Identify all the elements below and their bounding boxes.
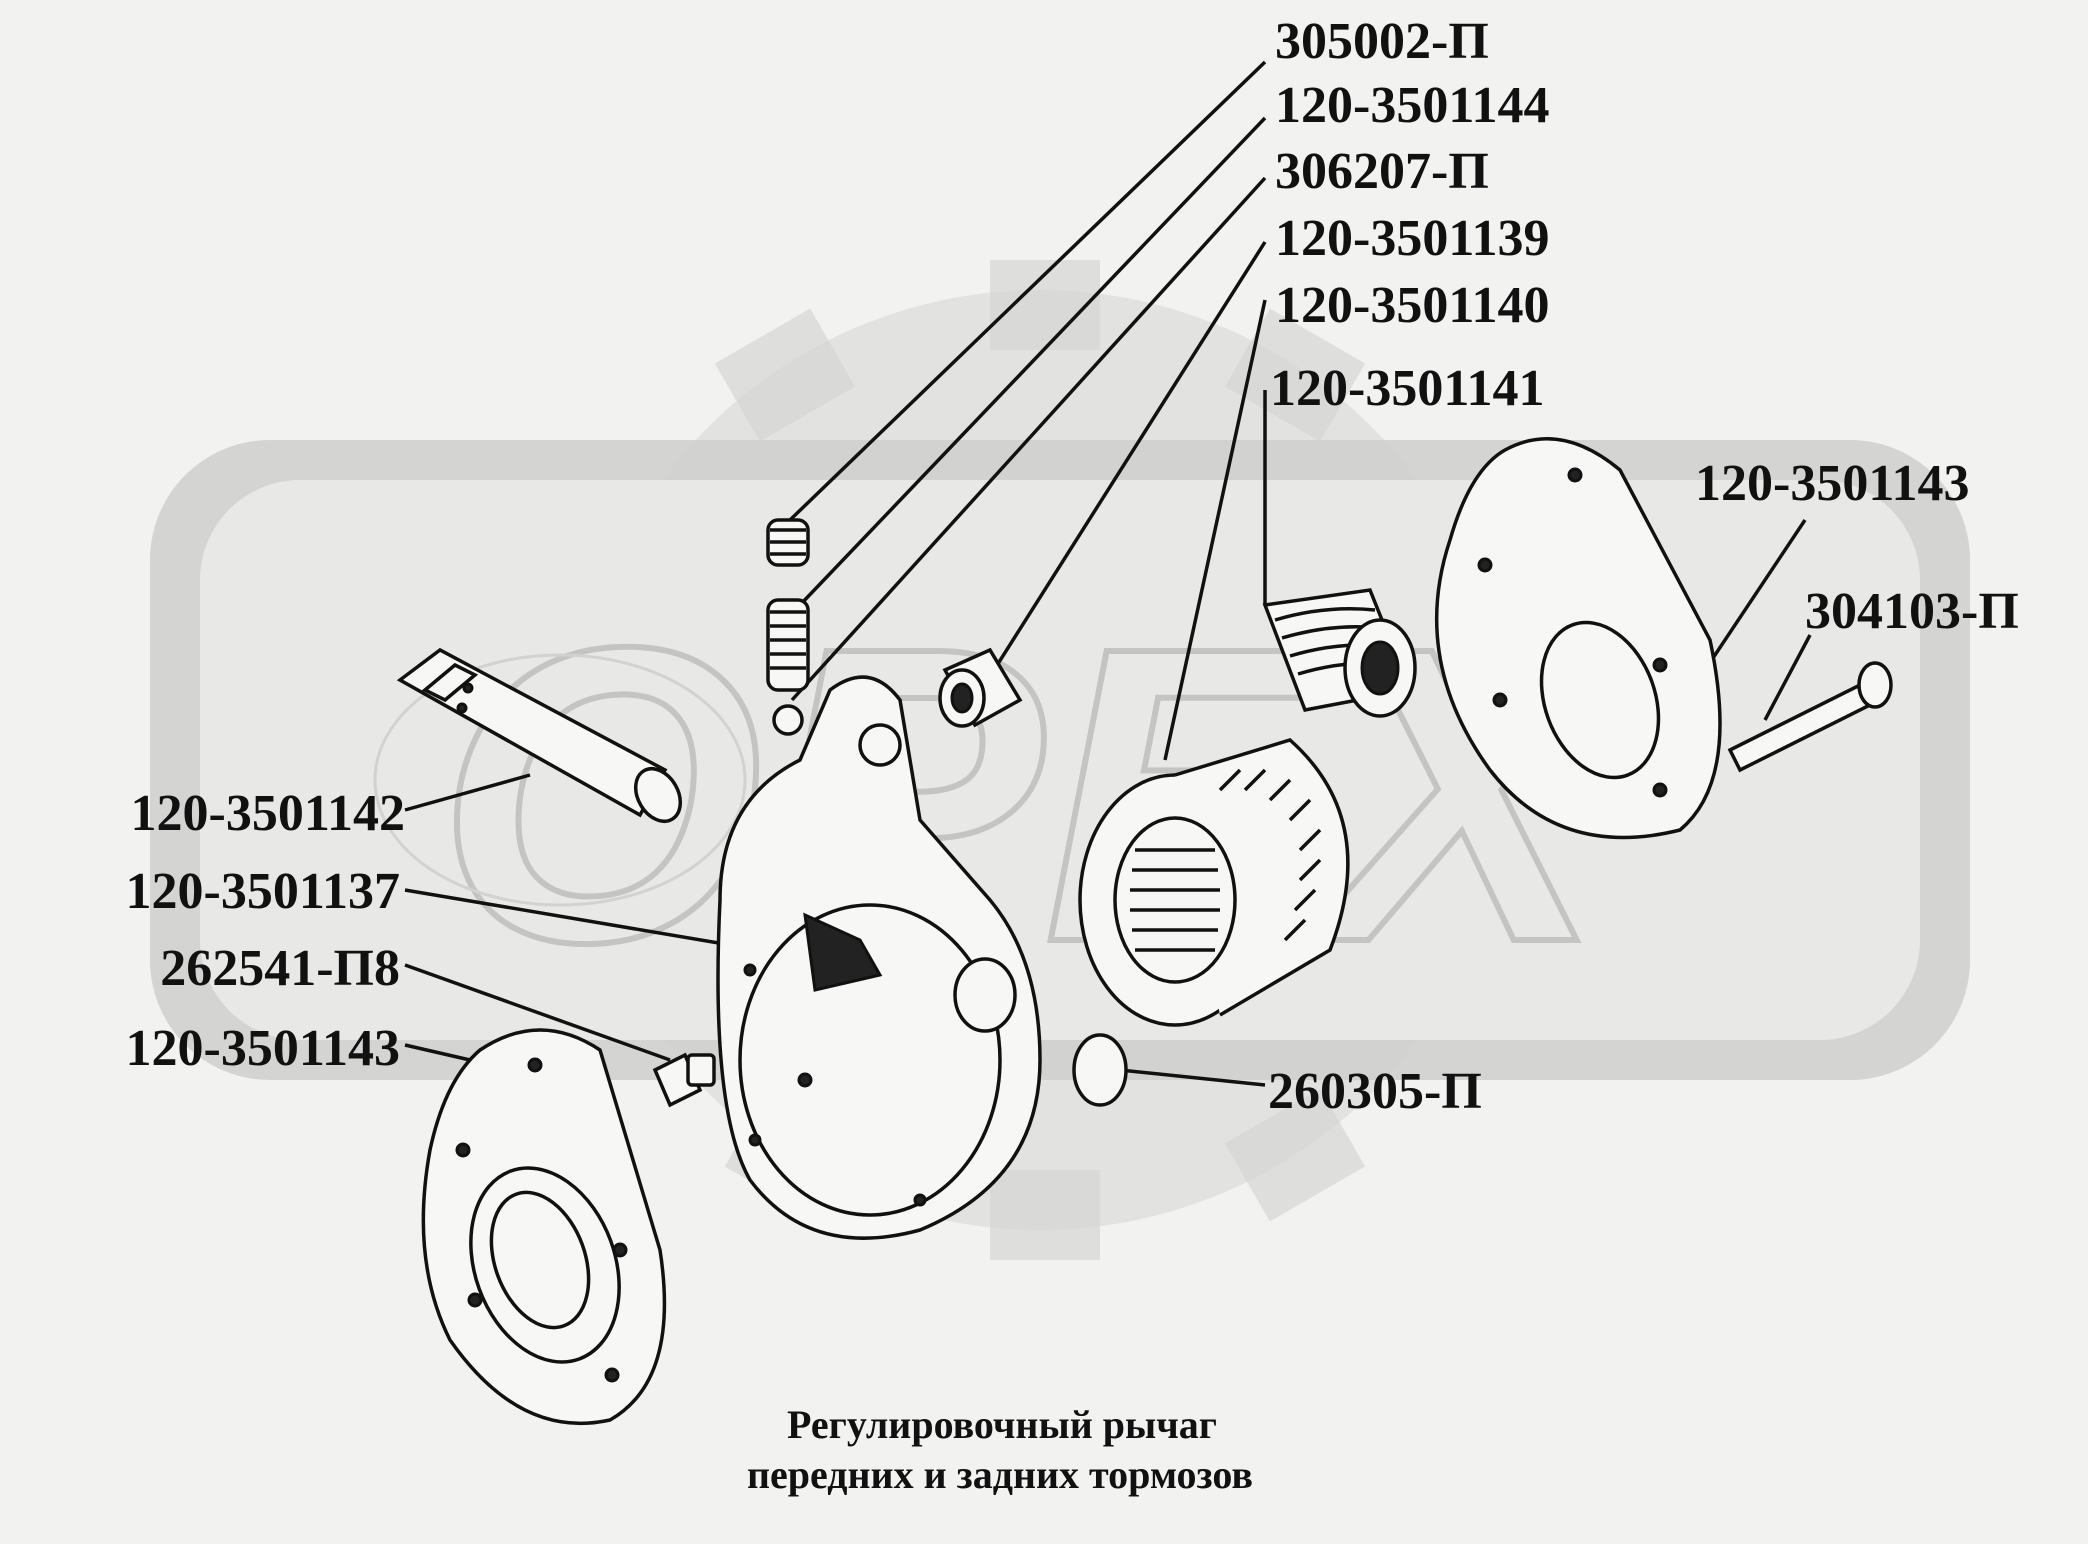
spring-detent (766, 518, 810, 736)
label-306207: 306207-П (1275, 143, 1489, 200)
caption-line-2: передних и задних тормозов (747, 1452, 1253, 1497)
adjuster-lever-body (716, 675, 1042, 1240)
bushing (938, 647, 1023, 728)
part-labels: 305002-П 120-3501144 306207-П 120-350113… (126, 13, 2019, 1120)
worm-shaft (396, 647, 683, 823)
label-120-3501137: 120-3501137 (126, 863, 400, 920)
grease-nipple (652, 1052, 716, 1108)
label-120-3501141: 120-3501141 (1270, 360, 1544, 417)
label-304103: 304103-П (1805, 583, 2019, 640)
label-120-3501144: 120-3501144 (1275, 77, 1549, 134)
label-120-3501140: 120-3501140 (1275, 277, 1549, 334)
watermark-ellipse (373, 653, 747, 907)
cover-left (421, 1028, 667, 1425)
cover-right (1434, 437, 1722, 840)
label-120-3501143-right: 120-3501143 (1695, 455, 1969, 512)
label-305002: 305002-П (1275, 13, 1489, 70)
label-120-3501139: 120-3501139 (1275, 210, 1549, 267)
plug (1072, 1033, 1128, 1107)
worm (1262, 588, 1417, 718)
caption: Регулировочный рычаг передних и задних т… (747, 1402, 1253, 1497)
label-120-3501142: 120-3501142 (131, 785, 405, 842)
label-260305: 260305-П (1268, 1063, 1482, 1120)
label-262541: 262541-П8 (160, 940, 400, 997)
worm-gear (1078, 738, 1350, 1027)
rivet (1727, 661, 1893, 773)
caption-line-1: Регулировочный рычаг (787, 1402, 1217, 1447)
label-120-3501143-left: 120-3501143 (126, 1020, 400, 1077)
parts (396, 437, 1893, 1425)
